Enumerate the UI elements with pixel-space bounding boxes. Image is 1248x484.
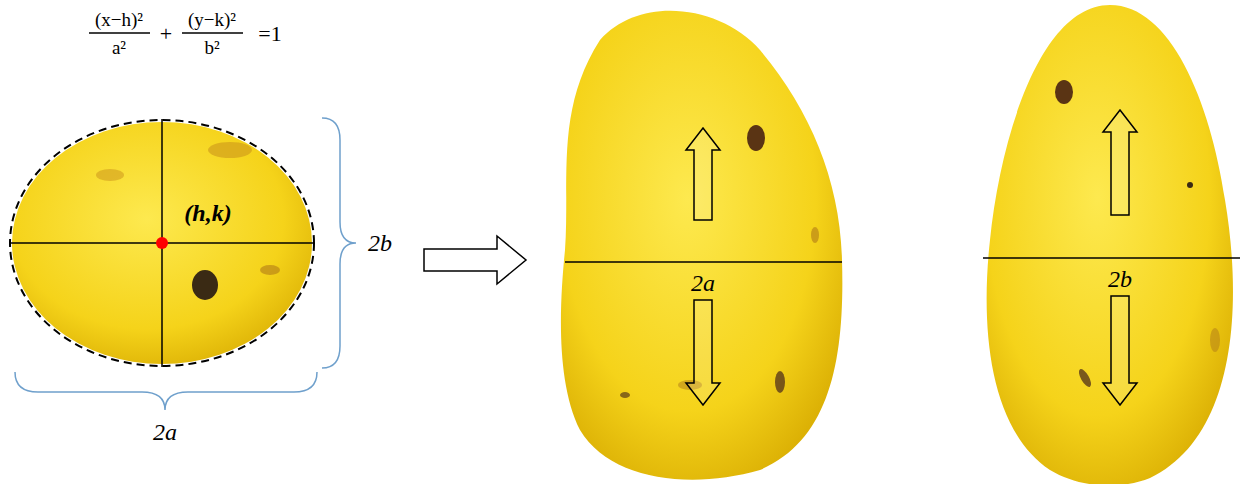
fraction-bar [89, 32, 150, 34]
fitted-ellipse [10, 120, 314, 366]
direction-arrow [686, 128, 720, 220]
center-label: (h,k) [184, 201, 231, 225]
mango-spot [811, 227, 819, 243]
direction-arrow [686, 300, 720, 405]
direction-arrow [1103, 110, 1137, 215]
width-line [983, 257, 1240, 259]
mango-spot [1077, 367, 1094, 388]
mango-spot [620, 392, 630, 398]
mango-spot [1055, 80, 1073, 104]
equation-term: b² [204, 38, 219, 57]
transform-arrow [424, 236, 526, 284]
width-line [565, 261, 842, 263]
mango-spot [260, 265, 280, 275]
dimension-brace [15, 372, 317, 410]
direction-arrow [1103, 296, 1137, 405]
dimension-label: 2b [1108, 267, 1132, 291]
dimension-label: 2a [153, 420, 177, 444]
mango-spot [775, 371, 785, 393]
mango-spot [1187, 182, 1193, 188]
mango-spot [208, 142, 252, 158]
equation-term: =1 [258, 23, 281, 45]
mango-front-view [987, 5, 1233, 484]
mango-spot [192, 270, 218, 300]
mango-spot [747, 125, 765, 151]
mango-spot [1210, 328, 1220, 352]
center-point [156, 237, 168, 249]
mango-side-view [561, 11, 842, 480]
equation-term: (y−k)² [188, 10, 236, 29]
dimension-label: 2b [368, 231, 392, 255]
dimension-label: 2a [691, 271, 715, 295]
equation-term: (x−h)² [95, 10, 143, 29]
mango-spot [96, 169, 124, 181]
fraction-bar [182, 32, 243, 34]
dimension-brace [322, 118, 356, 368]
equation-operator: + [160, 23, 172, 45]
equation-term: a² [112, 38, 126, 57]
